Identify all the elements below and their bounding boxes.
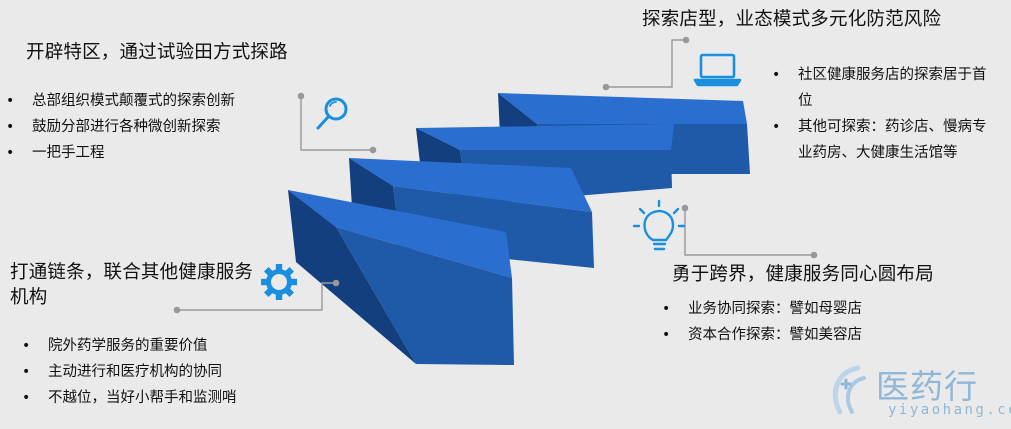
connector-top-right	[602, 36, 690, 91]
section-list-bottom-left: 院外药学服务的重要价值 主动进行和医疗机构的协同 不越位，当好小帮手和监测哨	[22, 333, 302, 411]
connector-top-left	[297, 92, 377, 154]
laptop-icon	[693, 53, 742, 87]
section-list-bottom-right: 业务协同探索：譬如母婴店 资本合作探索：譬如美容店	[662, 296, 962, 348]
list-item: 社区健康服务店的探索居于首位	[772, 62, 1000, 114]
list-item: 主动进行和医疗机构的协同	[22, 359, 302, 385]
list-item: 资本合作探索：譬如美容店	[662, 322, 962, 348]
list-item: 业务协同探索：譬如母婴店	[662, 296, 962, 322]
list-item: 其他可探索：药诊店、慢病专业药房、大健康生活馆等	[772, 114, 1000, 166]
connector-bottom-right	[681, 204, 818, 259]
connector-bottom-left	[173, 279, 340, 314]
list-item: 院外药学服务的重要价值	[22, 333, 302, 359]
watermark-logo-icon	[832, 365, 866, 415]
lightbulb-icon	[632, 199, 686, 251]
list-item: 总部组织模式颠覆式的探索创新	[6, 88, 306, 114]
list-item: 鼓励分部进行各种微创新探索	[6, 114, 306, 140]
list-item: 不越位，当好小帮手和监测哨	[22, 385, 302, 411]
stair-step-1	[288, 190, 514, 365]
list-item: 一把手工程	[6, 140, 306, 166]
watermark-url: yiyaohang.com	[888, 402, 1011, 418]
section-title-top-left: 开辟特区，通过试验田方式探路	[26, 42, 288, 63]
section-title-bottom-left: 打通链条，联合其他健康服务机构	[10, 262, 254, 308]
watermark-name: 医药行	[876, 367, 978, 406]
section-list-top-right: 社区健康服务店的探索居于首位 其他可探索：药诊店、慢病专业药房、大健康生活馆等	[772, 62, 1000, 166]
gear-icon	[261, 264, 297, 300]
search-icon	[316, 97, 348, 130]
section-title-bottom-right: 勇于跨界，健康服务同心圆布局	[672, 264, 934, 285]
watermark: 医药行 yiyaohang.com	[828, 360, 1011, 424]
section-title-top-right: 探索店型，业态模式多元化防范风险	[642, 9, 942, 30]
section-list-top-left: 总部组织模式颠覆式的探索创新 鼓励分部进行各种微创新探索 一把手工程	[6, 88, 306, 166]
